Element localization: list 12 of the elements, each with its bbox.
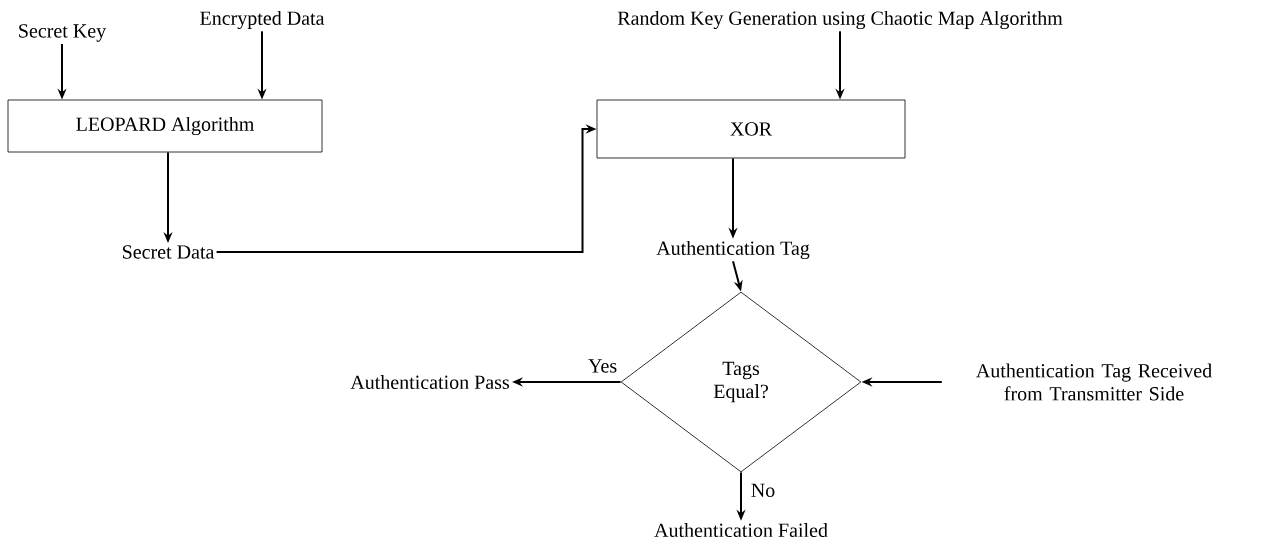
node-text: Secret Key — [19, 24, 107, 42]
edge-label: No — [749, 482, 777, 499]
node-text: Authentication Pass — [350, 374, 509, 390]
node-text: Random Key Generation using Chaotic Map Algorithm — [617, 10, 1063, 30]
node-text: Encrypted Data — [200, 10, 325, 30]
process-box: XOR — [596, 99, 906, 159]
edge-label: Yes — [587, 358, 619, 374]
node-text: Authentication Tag Received from Transmitter Side — [976, 363, 1212, 401]
process-box: LEOPARD Algorithm — [7, 99, 323, 153]
node-text: Secret Data — [123, 245, 215, 259]
node-text: Authentication Tag — [656, 240, 810, 260]
node-text: Authentication Failed — [654, 522, 828, 538]
